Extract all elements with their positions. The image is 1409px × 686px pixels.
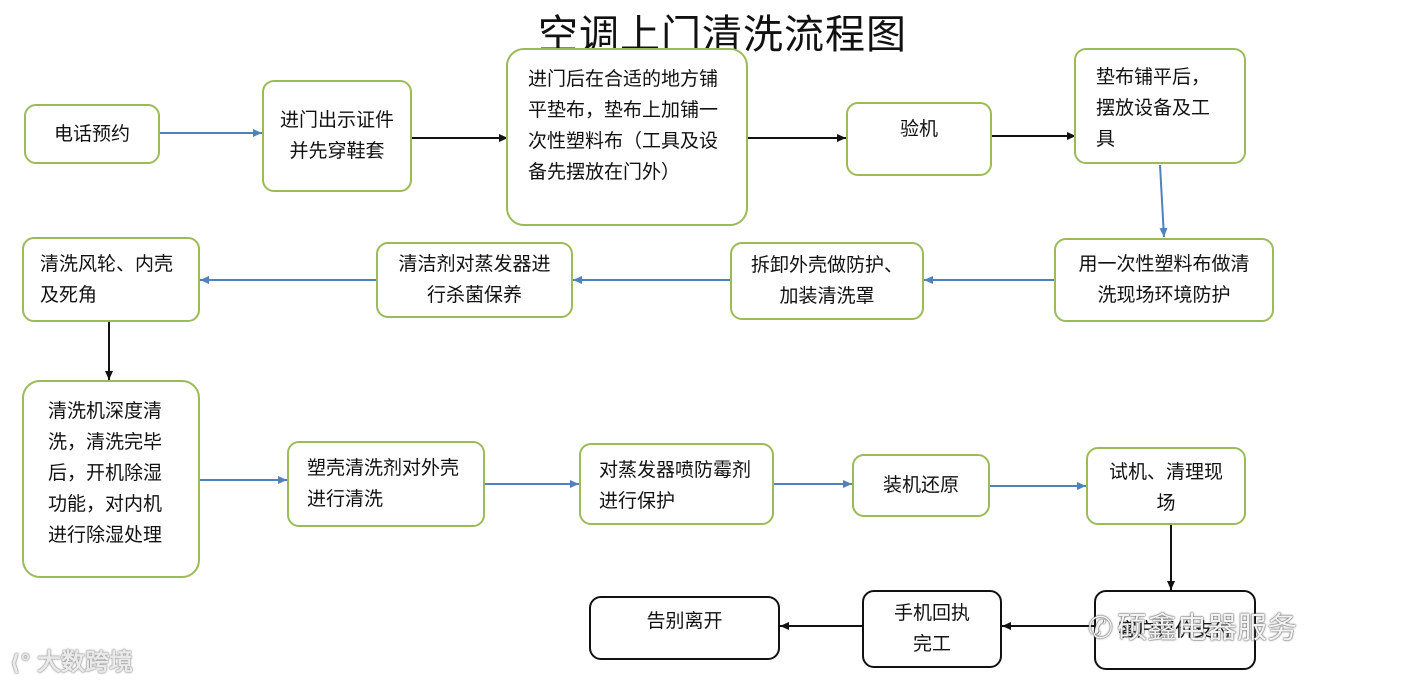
step-antimold-spray: 对蒸发器喷防霉剂进行保护 <box>579 443 774 525</box>
step-label: 试机、清理现场 <box>1108 461 1223 514</box>
watermark-left-text: 大数跨境 <box>37 648 134 676</box>
step-label: 验机 <box>899 118 938 140</box>
step-customer-review-pay: 客户评价支付 <box>1094 590 1256 670</box>
arrow-n5-n6 <box>1159 164 1168 238</box>
step-label: 装机还原 <box>882 474 959 496</box>
step-label: 清洁剂对蒸发器进行杀菌保养 <box>398 253 551 306</box>
step-phone-receipt: 手机回执完工 <box>862 590 1002 668</box>
step-label: 手机回执完工 <box>893 602 970 655</box>
step-label: 进门后在合适的地方铺平垫布，垫布上加铺一次性塑料布（工具及设备先摆放在门外） <box>528 68 719 183</box>
step-label: 拆卸外壳做防护、加装清洗罩 <box>750 254 903 307</box>
step-label: 进门出示证件并先穿鞋套 <box>279 109 394 162</box>
step-label: 对蒸发器喷防霉剂进行保护 <box>599 459 752 512</box>
watermark-left: ⟨°大数跨境 <box>10 642 133 677</box>
step-label: 用一次性塑料布做清洗现场环境防护 <box>1078 253 1250 306</box>
step-test-and-tidy: 试机、清理现场 <box>1086 447 1246 525</box>
step-inspect-unit: 验机 <box>846 102 992 176</box>
watermark-right: ✆硕鑫电器服务 <box>1088 603 1297 647</box>
watermark-right-text: 硕鑫电器服务 <box>1117 611 1298 646</box>
step-lay-mat: 进门后在合适的地方铺平垫布，垫布上加铺一次性塑料布（工具及设备先摆放在门外） <box>506 48 748 226</box>
watermark-logo-icon: ⟨° <box>10 651 32 676</box>
step-label: 清洗机深度清洗，清洗完毕后，开机除湿功能，对内机进行除湿处理 <box>48 400 163 546</box>
step-farewell: 告别离开 <box>589 596 780 660</box>
step-label: 垫布铺平后，摆放设备及工具 <box>1096 66 1211 150</box>
step-deep-clean-dehumidify: 清洗机深度清洗，清洗完毕后，开机除湿功能，对内机进行除湿处理 <box>22 380 200 578</box>
step-clean-shell: 塑壳清洗剂对外壳进行清洗 <box>287 441 485 527</box>
step-reassemble: 装机还原 <box>852 454 990 517</box>
step-label: 告别离开 <box>646 610 723 632</box>
step-remove-casing: 拆卸外壳做防护、加装清洗罩 <box>730 242 924 320</box>
wechat-icon: ✆ <box>1088 611 1114 646</box>
step-site-protection: 用一次性塑料布做清洗现场环境防护 <box>1054 238 1274 322</box>
step-phone-booking: 电话预约 <box>24 104 160 164</box>
step-label: 客户评价支付 <box>1117 618 1232 641</box>
step-label: 塑壳清洗剂对外壳进行清洗 <box>307 457 460 510</box>
step-show-id-shoe-covers: 进门出示证件并先穿鞋套 <box>262 80 412 192</box>
step-label: 清洗风轮、内壳及死角 <box>40 253 174 306</box>
step-label: 电话预约 <box>53 122 130 145</box>
step-disinfect-evaporator: 清洁剂对蒸发器进行杀菌保养 <box>376 242 573 318</box>
step-clean-fan: 清洗风轮、内壳及死角 <box>22 237 200 322</box>
step-place-tools: 垫布铺平后，摆放设备及工具 <box>1074 48 1246 164</box>
